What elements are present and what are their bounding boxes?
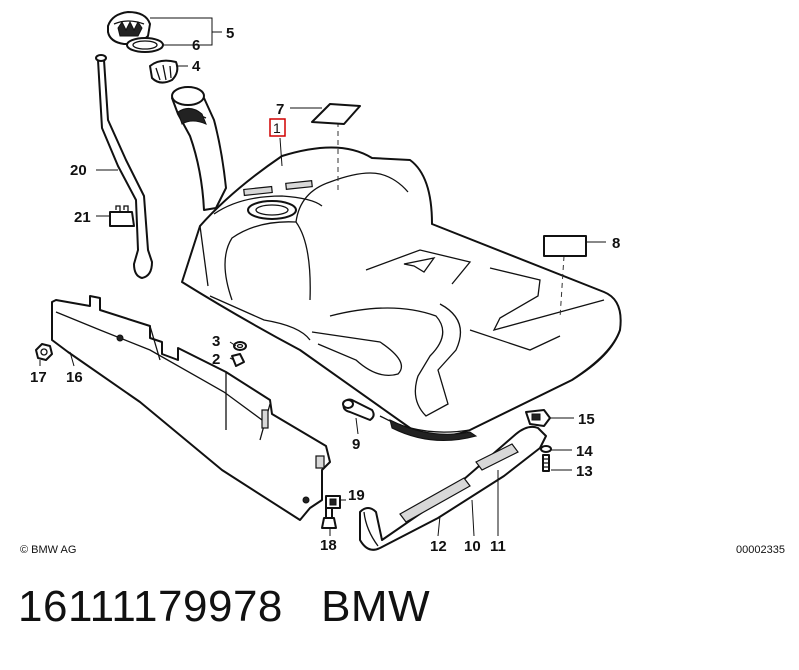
fuel-tank	[181, 146, 622, 441]
callout-2: 2	[212, 351, 220, 368]
clip-19	[325, 495, 341, 509]
callout-14: 14	[576, 443, 593, 460]
callout-9: 9	[352, 436, 360, 453]
sensor-tube	[95, 54, 153, 279]
grommet-9	[342, 398, 375, 421]
leader-lines	[39, 17, 606, 537]
sensor-clip	[109, 205, 135, 227]
heat-shield	[51, 295, 331, 521]
strap-pad-12	[399, 477, 471, 523]
callout-17: 17	[30, 369, 47, 386]
drawing-number: 00002335	[736, 544, 785, 556]
washer-3	[233, 341, 247, 351]
nut-17	[35, 343, 53, 361]
hose-clamp	[149, 59, 179, 84]
washer-14	[540, 445, 552, 453]
callout-19: 19	[348, 487, 365, 504]
bolt-2	[231, 353, 245, 367]
callout-7: 7	[276, 101, 284, 118]
bolt-18	[321, 507, 337, 529]
seal-ring	[126, 37, 164, 53]
callout-11: 11	[490, 538, 506, 555]
bolt-13	[542, 454, 550, 472]
callout-3: 3	[212, 333, 220, 350]
brand-name: BMW	[321, 582, 431, 631]
callout-15: 15	[578, 411, 595, 428]
callout-10: 10	[464, 538, 481, 555]
filler-neck	[171, 86, 227, 211]
callout-5: 5	[226, 25, 234, 42]
copyright: © BMW AG	[20, 544, 76, 556]
callout-labels: 1 2 3 4 5 6 7 8 9 10 11 12 13 14 15 16 1…	[30, 25, 620, 555]
callout-12: 12	[430, 538, 447, 555]
part-number: 16111179978	[18, 582, 283, 631]
bracket-15	[525, 409, 551, 427]
callout-1: 1	[273, 120, 281, 136]
strap-pad-11	[475, 443, 519, 471]
pad-8	[543, 235, 587, 257]
callout-21: 21	[74, 209, 91, 226]
callout-18: 18	[320, 537, 337, 554]
callout-8: 8	[612, 235, 620, 252]
callout-20: 20	[70, 162, 87, 179]
callout-4: 4	[192, 58, 201, 75]
callout-6: 6	[192, 37, 200, 54]
parts-diagram: 1 2 3 4 5 6 7 8 9 10 11 12 13 14 15 16 1…	[20, 11, 785, 556]
filler-cap	[107, 11, 151, 45]
part-caption: 16111179978 BMW	[18, 582, 430, 632]
highlight-box	[269, 118, 286, 137]
callout-16: 16	[66, 369, 83, 386]
pad-7	[311, 103, 361, 125]
callout-13: 13	[576, 463, 593, 480]
